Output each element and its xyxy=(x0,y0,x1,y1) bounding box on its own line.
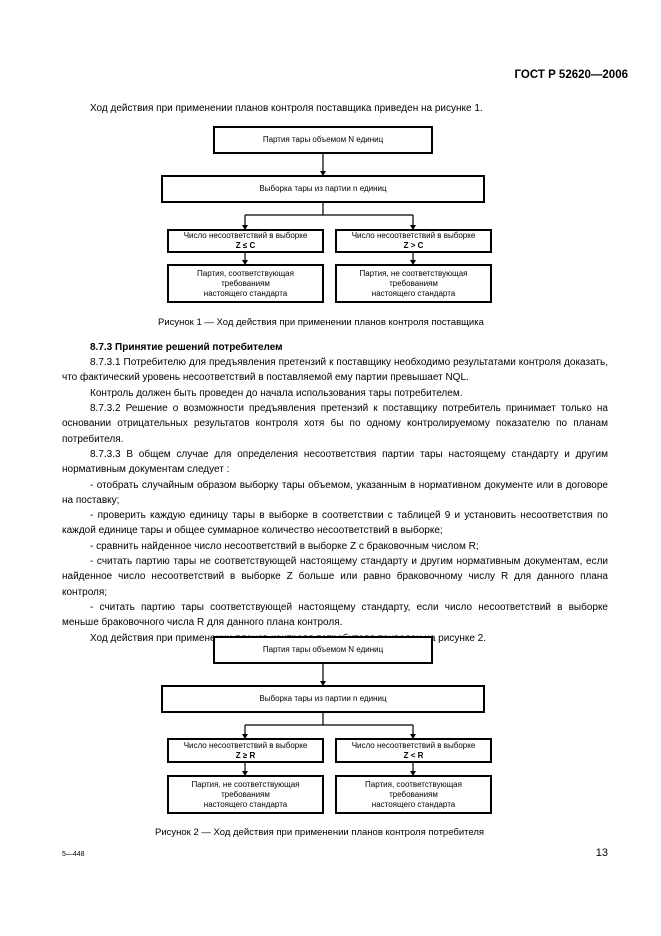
bullet-accept: - считать партию тары соответствующей на… xyxy=(62,602,608,629)
figure2-left-condition-line2: Z ≥ R xyxy=(235,750,256,760)
figure1-batch-box: Партия тары объемом N единиц xyxy=(213,126,433,154)
figure2-right-condition-line2: Z < R xyxy=(403,750,424,760)
document-code: ГОСТ Р 52620—2006 xyxy=(514,69,628,81)
bullet-select-sample: - отобрать случайным образом выборку тар… xyxy=(62,480,608,507)
figure2-left-result-line3: настоящего стандарта xyxy=(203,799,288,809)
intro-paragraph: Ход действия при применении планов контр… xyxy=(90,103,483,114)
figure1-right-condition-box: Число несоответствий в выборке Z > C xyxy=(335,229,492,253)
figure1-right-condition-line2: Z > C xyxy=(403,241,424,250)
figure1-left-condition-line1: Число несоответствий в выборке xyxy=(183,231,308,240)
figure1-right-result-line1: Партия, не соответствующая xyxy=(359,268,468,278)
figure1-right-result-box: Партия, не соответствующая требованиям н… xyxy=(335,264,492,303)
figure2-caption: Рисунок 2 — Ход действия при применении … xyxy=(155,827,485,838)
figure1-right-result-line2: требованиям xyxy=(389,278,438,288)
figure2-left-condition-line1: Число несоответствий в выборке xyxy=(183,740,308,750)
figure2-right-result-line1: Партия, соответствующая xyxy=(365,779,462,789)
figure1-right-condition-line1: Число несоответствий в выборке xyxy=(351,231,476,240)
figure1-left-condition-box: Число несоответствий в выборке Z ≤ C xyxy=(167,229,324,253)
bullet-compare: - сравнить найденное число несоответстви… xyxy=(90,541,479,552)
paragraph-8731: 8.7.3.1 Потребителю для предъявления пре… xyxy=(62,357,608,384)
figure2-sample-box: Выборка тары из партии n единиц xyxy=(161,685,485,713)
figure1-right-result-line3: настоящего стандарта xyxy=(371,288,456,298)
figure2-left-result-box: Партия, не соответствующая требованиям н… xyxy=(167,775,324,814)
figure2-right-result-line2: требованиям xyxy=(389,789,438,799)
figure1-sample-box: Выборка тары из партии n единиц xyxy=(161,175,485,203)
figure1-left-condition-line2: Z ≤ C xyxy=(235,241,256,250)
page-number: 13 xyxy=(595,847,608,859)
figure2-batch-text: Партия тары объемом N единиц xyxy=(262,645,384,654)
figure1-caption: Рисунок 1 — Ход действия при применении … xyxy=(158,317,484,328)
figure2-sample-text: Выборка тары из партии n единиц xyxy=(259,694,387,703)
paragraph-8733: 8.7.3.3 В общем случае для определения н… xyxy=(62,449,608,476)
figure1-sample-text: Выборка тары из партии n единиц xyxy=(259,184,387,193)
figure2-right-result-box: Партия, соответствующая требованиям наст… xyxy=(335,775,492,814)
footer-code: 5—448 xyxy=(62,851,85,858)
bullet-reject: - считать партию тары не соответствующей… xyxy=(62,556,608,598)
figure1-left-result-box: Партия, соответствующая требованиям наст… xyxy=(167,264,324,303)
figure1-left-result-line2: требованиям xyxy=(221,278,270,288)
section-heading: 8.7.3 Принятие решений потребителем xyxy=(90,342,283,353)
paragraph-control-timing: Контроль должен быть проведен до начала … xyxy=(90,388,463,399)
figure2-right-result-line3: настоящего стандарта xyxy=(371,799,456,809)
figure2-left-condition-box: Число несоответствий в выборке Z ≥ R xyxy=(167,738,324,763)
figure1-batch-text: Партия тары объемом N единиц xyxy=(262,135,384,144)
bullet-check-units: - проверить каждую единицу тары в выборк… xyxy=(62,510,608,537)
figure1-left-result-line3: настоящего стандарта xyxy=(203,288,288,298)
figure2-batch-box: Партия тары объемом N единиц xyxy=(213,636,433,664)
figure2-left-result-line1: Партия, не соответствующая xyxy=(191,779,300,789)
figure2-left-result-line2: требованиям xyxy=(221,789,270,799)
figure1-left-result-line1: Партия, соответствующая xyxy=(197,268,294,278)
paragraph-8732: 8.7.3.2 Решение о возможности предъявлен… xyxy=(62,403,608,445)
figure2-right-condition-box: Число несоответствий в выборке Z < R xyxy=(335,738,492,763)
figure2-right-condition-line1: Число несоответствий в выборке xyxy=(351,740,476,750)
